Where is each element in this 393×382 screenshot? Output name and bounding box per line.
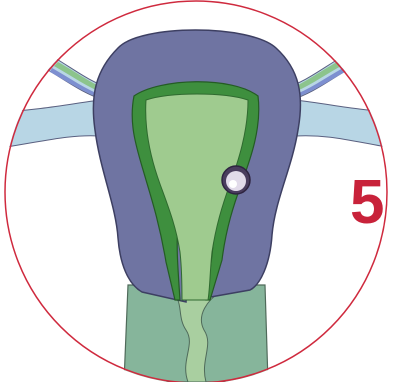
embryo-inner [226, 171, 246, 191]
fallopian-tube-right-outer [295, 100, 393, 148]
step-number: 5 [350, 172, 384, 234]
embryo-highlight [229, 180, 237, 188]
magnified-view [0, 30, 393, 382]
fallopian-tube-left-outer [0, 100, 100, 148]
